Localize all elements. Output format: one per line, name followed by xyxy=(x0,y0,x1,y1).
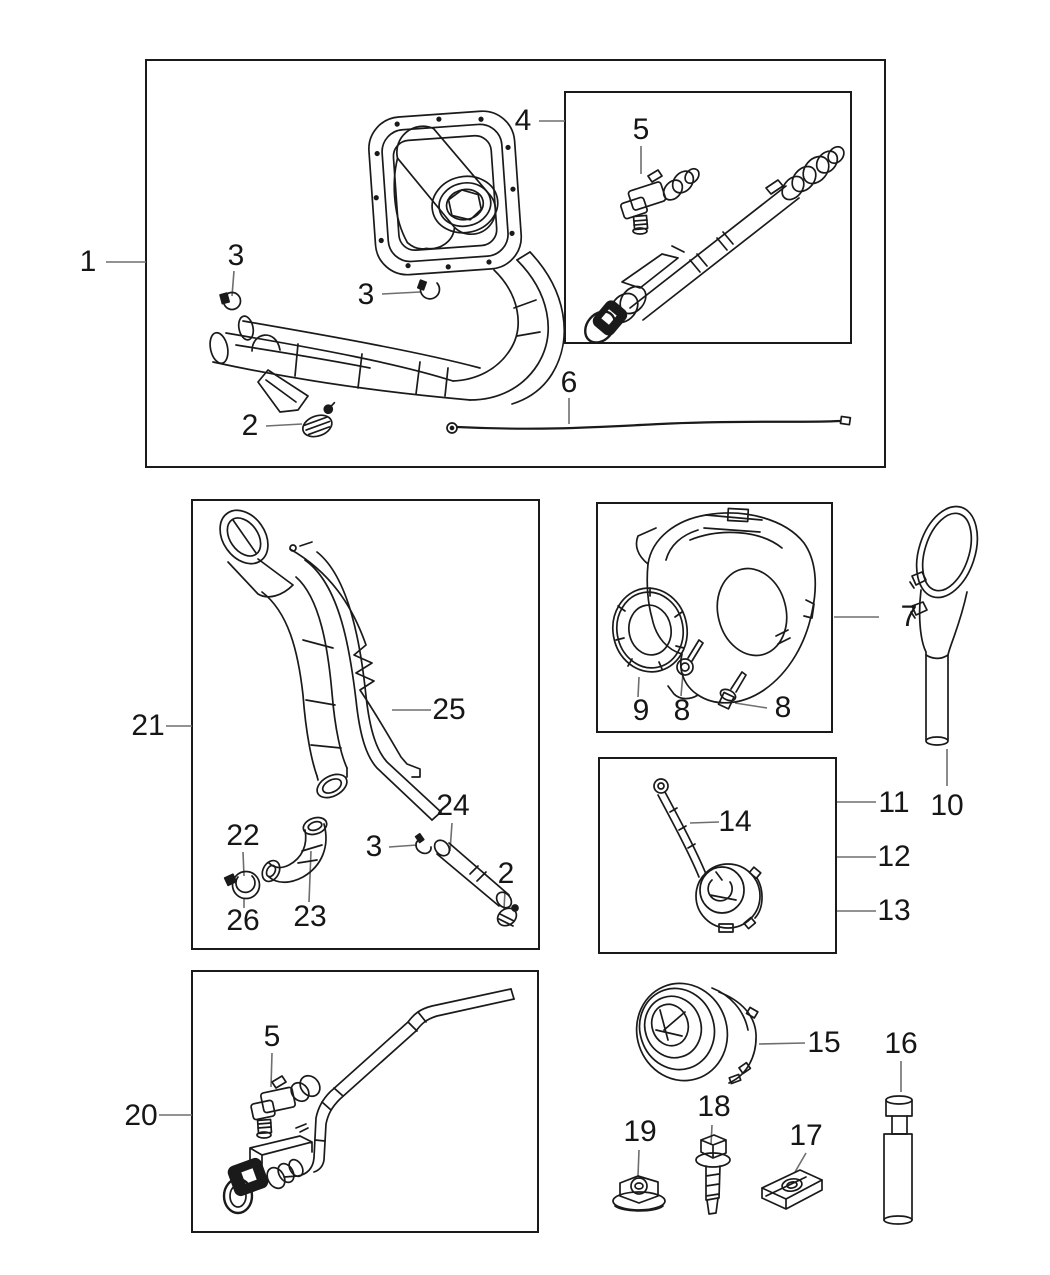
callout-16: 16 xyxy=(884,1027,918,1060)
filler-housing-icon xyxy=(368,110,523,276)
callout-7: 7 xyxy=(900,600,918,633)
clamp-icon xyxy=(416,279,441,300)
vent-hose-inset-drawing xyxy=(584,145,845,344)
neck-clip-icon xyxy=(909,571,928,619)
flange-bolt-holes xyxy=(373,116,516,270)
callout-19: 19 xyxy=(623,1115,657,1148)
callout-15: 15 xyxy=(807,1026,841,1059)
callout-3: 3 xyxy=(357,278,375,311)
filler-neck-drawing xyxy=(909,505,979,746)
filler-tube-lower-drawing xyxy=(219,509,519,927)
nut-drawing xyxy=(612,1175,666,1212)
grommet-icon xyxy=(611,587,689,673)
u-nut-clip-drawing xyxy=(761,1169,823,1210)
cap-tether-drawing xyxy=(653,778,763,933)
callout-8: 8 xyxy=(673,694,691,727)
callout-13: 13 xyxy=(877,894,911,927)
plug-drawing xyxy=(883,1095,913,1225)
screw-icon xyxy=(717,671,747,710)
vent-tube-assembly-drawing xyxy=(222,988,515,1215)
fuel-cap-drawing xyxy=(635,982,759,1085)
ground-strap-icon xyxy=(446,415,852,434)
callout-4: 4 xyxy=(514,104,532,137)
shield-drawing xyxy=(611,507,817,710)
callout-2: 2 xyxy=(497,857,515,890)
bracket-icon xyxy=(249,1123,313,1167)
callout-11: 11 xyxy=(878,786,910,819)
callout-8: 8 xyxy=(774,691,792,724)
tether-strap-icon xyxy=(653,778,707,878)
callout-6: 6 xyxy=(560,366,578,399)
hose-connector-icon xyxy=(222,1157,304,1215)
callout-10: 10 xyxy=(930,789,964,822)
callout-17: 17 xyxy=(789,1119,823,1152)
clamp-icon xyxy=(219,291,242,311)
callout-3: 3 xyxy=(227,239,245,272)
hose-clamp-icon xyxy=(496,904,519,927)
callout-9: 9 xyxy=(632,694,650,727)
screw-icon xyxy=(676,639,704,676)
filler-tube-assembly-drawing xyxy=(209,110,852,438)
callout-3: 3 xyxy=(365,830,383,863)
callout-23: 23 xyxy=(293,900,327,933)
leader-lines xyxy=(106,120,948,1177)
hose-fitting-icon xyxy=(765,145,845,201)
callout-12: 12 xyxy=(877,840,911,873)
bolt-drawing xyxy=(695,1134,731,1215)
vent-valve-icon xyxy=(620,167,700,235)
box-filler-tube-upper xyxy=(145,59,886,468)
callout-21: 21 xyxy=(131,709,165,742)
callout-20: 20 xyxy=(124,1099,158,1132)
box-filler-tube-lower xyxy=(191,499,540,950)
panel-boxes xyxy=(145,59,886,1233)
callout-25: 25 xyxy=(432,693,466,726)
short-tube-icon xyxy=(433,839,513,909)
clamp-icon xyxy=(223,870,261,900)
filler-shield-icon xyxy=(635,507,817,704)
box-vent-tube-lower xyxy=(191,970,539,1233)
clamp-icon xyxy=(414,832,432,855)
box-vent-hose-inset xyxy=(564,91,852,344)
callout-1: 1 xyxy=(79,245,97,278)
callout-22: 22 xyxy=(226,819,260,852)
callout-26: 26 xyxy=(226,904,260,937)
callout-5: 5 xyxy=(632,113,650,146)
callout-2: 2 xyxy=(241,409,259,442)
vent-line-icon xyxy=(289,541,421,778)
callout-24: 24 xyxy=(436,789,470,822)
box-cap-tether xyxy=(598,757,837,954)
elbow-hose-icon xyxy=(261,816,328,884)
fuel-cap-icon xyxy=(695,863,763,933)
hose-connector-icon xyxy=(584,245,685,344)
box-shield xyxy=(596,502,833,733)
callout-18: 18 xyxy=(697,1090,731,1123)
hose-clamp-icon xyxy=(301,401,336,438)
vent-valve-icon xyxy=(250,1074,321,1139)
callout-14: 14 xyxy=(718,805,752,838)
callout-5: 5 xyxy=(263,1020,281,1053)
